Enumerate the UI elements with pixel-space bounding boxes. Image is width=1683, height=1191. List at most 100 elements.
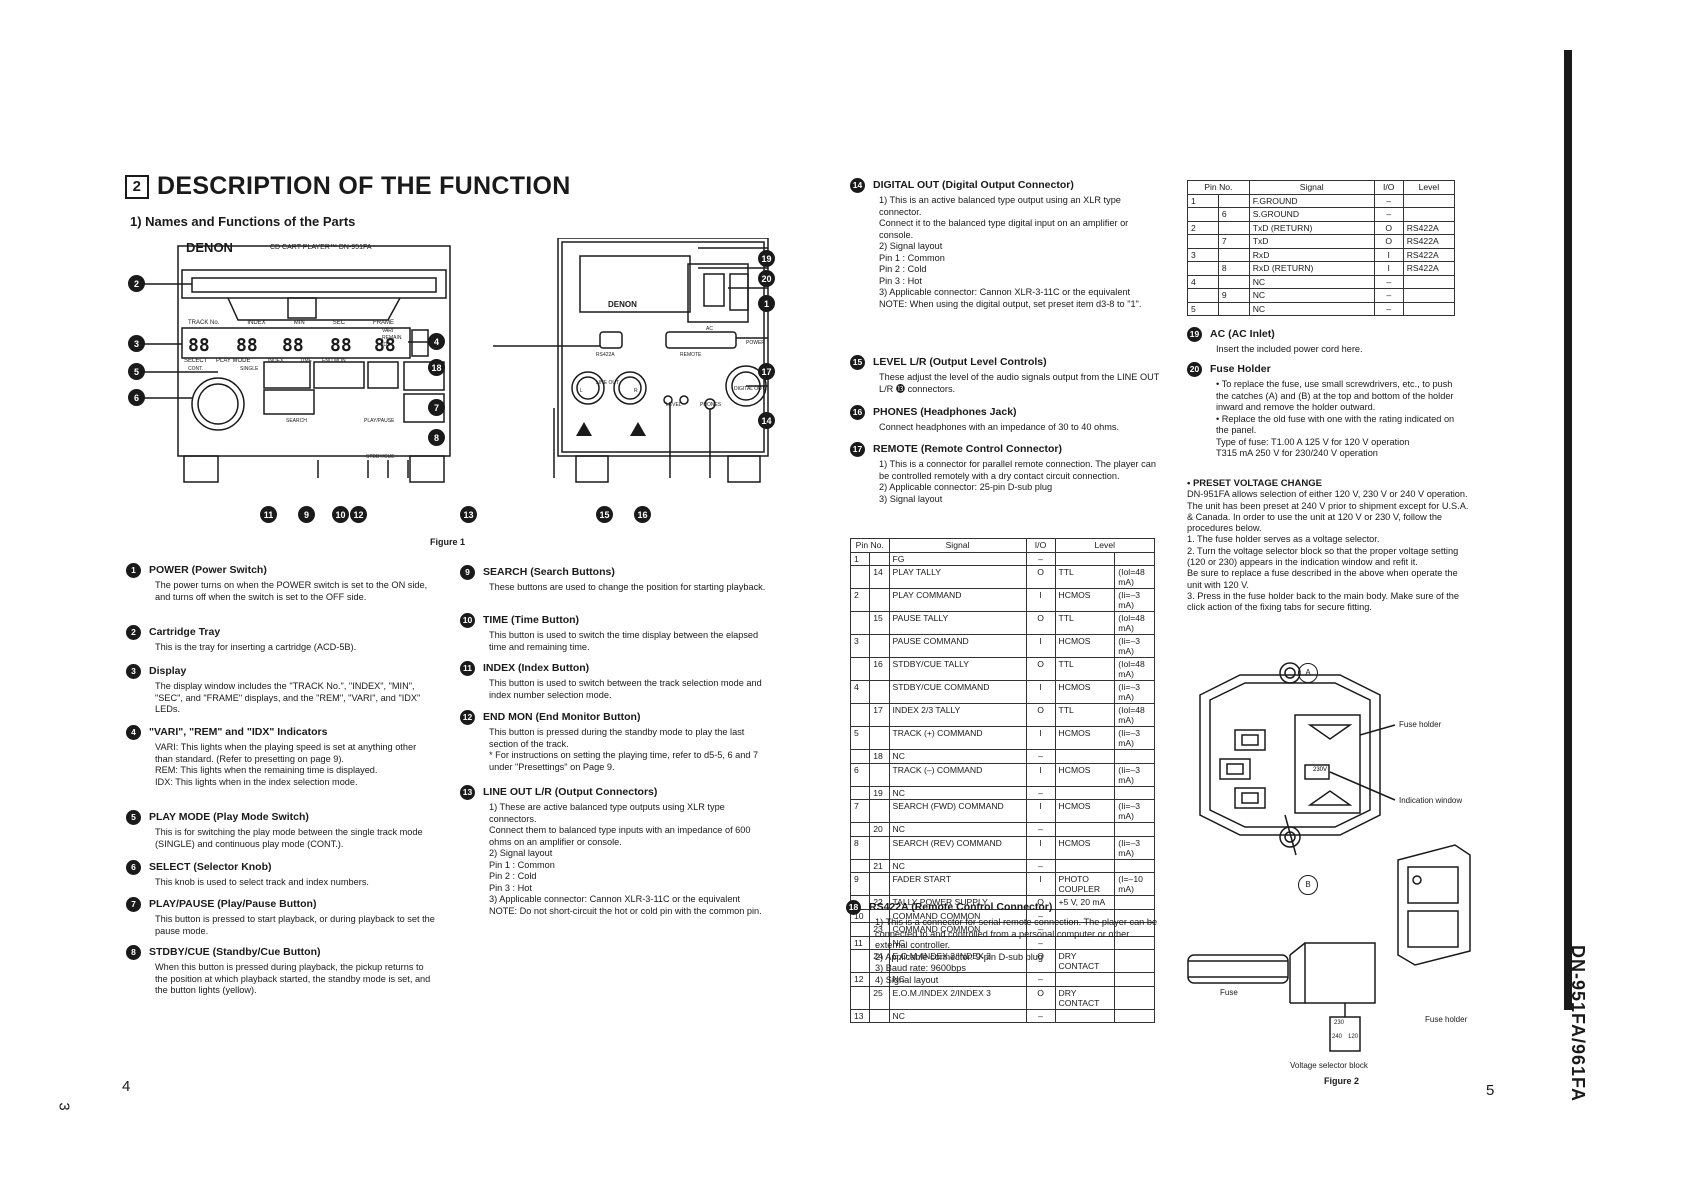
side-tab-bar: [1564, 50, 1572, 1010]
remote-table-cell: 14: [869, 565, 890, 589]
svg-text:88: 88: [330, 335, 352, 356]
item-10-text: This button is used to switch the time d…: [489, 630, 759, 652]
remote-table-cell: [869, 551, 890, 566]
remote-table-cell: (Ii=–3 mA): [1114, 726, 1155, 750]
remote-table-cell: (I=–10 mA): [1114, 872, 1155, 896]
remote-table-cell: PAUSE COMMAND: [888, 634, 1027, 658]
rs-table-cell: F.GROUND: [1248, 193, 1375, 208]
remote-table-cell: [849, 785, 871, 800]
item-18-title: RS422A (Remote Control Connector): [869, 900, 1053, 913]
rear-brand: DENON: [608, 300, 637, 309]
item-19-badge: 19: [1187, 327, 1202, 342]
remote-table-cell: O: [1025, 949, 1056, 973]
side-model-label: DN-951FA/961FA: [1568, 945, 1588, 1103]
remote-table-cell: I: [1025, 799, 1056, 823]
rs-table-cell: [1402, 301, 1456, 316]
item-12-title: END MON (End Monitor Button): [483, 710, 641, 723]
remote-table-cell: 15: [869, 611, 890, 635]
item-2-text: This is the tray for inserting a cartrid…: [155, 642, 357, 652]
item-20-badge: 20: [1187, 362, 1202, 377]
item-14-badge: 14: [850, 178, 865, 193]
rs-table-cell: [1402, 207, 1456, 222]
remote-table-cell: 20: [869, 822, 890, 837]
remote-table-cell: [849, 703, 871, 727]
remote-table-cell: NC: [888, 785, 1027, 800]
remote-table-cell: 18: [869, 749, 890, 764]
remote-table-cell: [869, 1008, 890, 1023]
item-11-text: This button is used to switch between th…: [489, 678, 762, 700]
item-5-badge: 5: [126, 810, 141, 825]
remote-table-cell: [849, 749, 871, 764]
remote-table-cell: O: [1025, 985, 1056, 1010]
remote-table-cell: E.O.M./INDEX 2/INDEX 3: [888, 949, 1027, 973]
rs-table-cell: 3: [1187, 247, 1219, 262]
remote-table-cell: 21: [869, 858, 890, 873]
fig2-window-value: 230V: [1313, 767, 1327, 773]
rs-table-cell: [1187, 261, 1219, 276]
margin-page-mark: 3: [55, 1102, 73, 1111]
display-label-track: TRACK No.: [188, 320, 220, 326]
rs-table-cell: [1402, 193, 1456, 208]
remote-table-cell: –: [1025, 822, 1056, 837]
rs-table-cell: NC: [1248, 274, 1375, 289]
callout-16: 16: [634, 506, 651, 523]
item-6-title: SELECT (Selector Knob): [149, 860, 272, 873]
rear-label-phones: PHONES: [700, 402, 722, 408]
rs-table-cell: –: [1373, 301, 1404, 316]
rear-label-digital-out: DIGITAL OUT: [734, 386, 765, 392]
page-number-right: 5: [1486, 1082, 1495, 1099]
fig2-v240: 240: [1332, 1034, 1343, 1040]
remote-table-cell: O: [1025, 703, 1056, 727]
remote-table-cell: HCMOS: [1054, 680, 1116, 704]
callout-1: 1: [758, 295, 775, 312]
item-13-text: 1) These are active balanced type output…: [489, 802, 762, 916]
rs-table-cell: –: [1373, 274, 1404, 289]
callout-3: 3: [128, 335, 145, 352]
rs-th-level: Level: [1402, 180, 1456, 195]
item-17-title: REMOTE (Remote Control Connector): [873, 442, 1062, 455]
remote-table-cell: (Iol=48 mA): [1114, 703, 1155, 727]
label-time: TIME: [300, 358, 312, 364]
remote-table-cell: FADER START: [888, 872, 1027, 896]
remote-table-cell: [869, 588, 890, 612]
remote-table-cell: TTL: [1054, 611, 1116, 635]
fig2-voltage-block-label: Voltage selector block: [1290, 1061, 1368, 1070]
remote-table-cell: I: [1025, 726, 1056, 750]
rs-table-cell: 6: [1217, 207, 1250, 222]
remote-table-cell: –: [1025, 749, 1056, 764]
item-9-badge: 9: [460, 565, 475, 580]
remote-table-cell: NC: [888, 858, 1027, 873]
rs-table-cell: RxD: [1248, 247, 1375, 262]
svg-text:88: 88: [282, 335, 304, 356]
callout-4: 4: [428, 333, 445, 350]
item-20-title: Fuse Holder: [1210, 362, 1271, 375]
remote-table-cell: [849, 657, 871, 681]
rs-table-cell: NC: [1248, 301, 1375, 316]
rs-table-cell: 8: [1217, 261, 1250, 276]
callout-18: 18: [428, 359, 445, 376]
item-17-badge: 17: [850, 442, 865, 457]
remote-table-cell: [1114, 985, 1155, 1010]
rs-table-cell: RxD (RETURN): [1248, 261, 1375, 276]
remote-table-cell: 4: [849, 680, 871, 704]
remote-table-cell: TRACK (–) COMMAND: [888, 762, 1027, 787]
remote-table-cell: [1114, 1008, 1155, 1023]
remote-table-cell: 25: [869, 985, 890, 1010]
item-7-text: This button is pressed to start playback…: [155, 914, 435, 936]
item-1-badge: 1: [126, 563, 141, 578]
